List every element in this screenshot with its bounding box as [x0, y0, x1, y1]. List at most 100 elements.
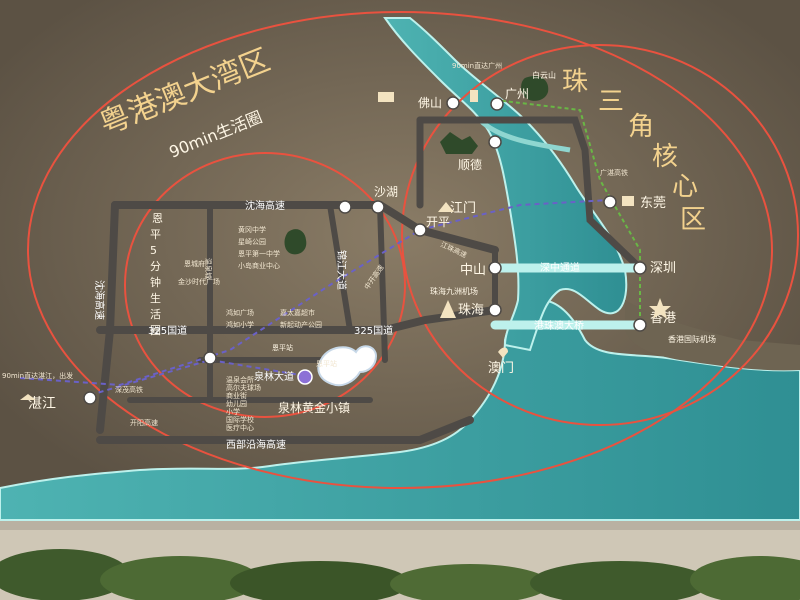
- amenity-b2: 嘉太嘉超市: [280, 308, 315, 317]
- road-325: [96, 306, 499, 334]
- local-char-7: 圈: [150, 324, 161, 337]
- road-label-zhanjiang-gaotie: 深茂高铁: [115, 385, 143, 394]
- city-dongguan: 东莞: [640, 196, 666, 211]
- annotation-station: 恩平站: [316, 359, 337, 368]
- road-xibu: [96, 416, 474, 444]
- delta-char-5: 区: [680, 205, 706, 235]
- local-char-6: 活: [150, 308, 161, 321]
- road-label-shenzhong: 深中通道: [540, 261, 580, 274]
- node-zhuhai: [488, 303, 502, 317]
- node-zhongshan: [488, 261, 502, 275]
- city-zhuhai: 珠海: [458, 303, 484, 318]
- node-hk-airport: [633, 318, 647, 332]
- local-char-2: 5: [150, 244, 157, 257]
- amenity-l1: 温泉城: [204, 258, 213, 279]
- model-greenery: [0, 530, 800, 600]
- amenity-r2: 恩平第一中学: [238, 249, 280, 258]
- delta-char-4: 心: [672, 172, 698, 202]
- road-label-325-right: 325国道: [354, 324, 393, 337]
- local-char-3: 分: [150, 260, 161, 273]
- node-shahu: [371, 200, 385, 214]
- node-dongguan: [603, 195, 617, 209]
- amenity-b0: 鸿如广场: [226, 308, 254, 317]
- road-label-shenhai-left: 沈海高速: [93, 280, 106, 320]
- feature-6: 医疗中心: [226, 423, 254, 432]
- park-baiyun: [521, 75, 549, 101]
- feature-1: 高尔夫球场: [226, 383, 261, 392]
- hongkong-star-icon: [649, 298, 671, 319]
- project-site: [317, 345, 378, 387]
- circle-core-delta: [401, 44, 799, 426]
- amenity-l0: 恩城府: [184, 259, 205, 268]
- city-guangzhou: 广州: [505, 87, 529, 101]
- feature-0: 温泉会所: [226, 375, 254, 384]
- park-1: [284, 229, 307, 255]
- road-jianjiang: [327, 202, 353, 333]
- parks: [284, 75, 549, 255]
- shunde-icon: [440, 132, 478, 154]
- road-label-gangzhuao: 港珠澳大桥: [534, 319, 584, 332]
- guangzhou-tower-icon: [470, 90, 478, 102]
- junction-nodes: [83, 96, 647, 405]
- city-zhuhai-airport: 珠海九洲机场: [430, 286, 478, 296]
- local-char-4: 钟: [150, 275, 161, 289]
- city-jiangmen: 江门: [450, 201, 476, 216]
- delta-core-label: 珠 三 角 核 心 区: [562, 67, 706, 235]
- node-guangzhou: [490, 97, 504, 111]
- south-sea: [0, 298, 800, 521]
- road-inner-2: [377, 202, 388, 363]
- node-1: [338, 200, 352, 214]
- road-label-xibu: 西部沿海高速: [226, 438, 286, 451]
- local-circle-label: 恩 平 5 分 钟 生 活 圈: [150, 212, 163, 337]
- node-zhanjiang: [83, 391, 97, 405]
- node-shunde: [488, 135, 502, 149]
- road-label-325-left: 325国道: [148, 324, 187, 337]
- node-foshan: [446, 96, 460, 110]
- city-macau: 澳门: [488, 360, 514, 376]
- feature-2: 商业街: [226, 391, 247, 400]
- amenity-r1: 星崎公园: [238, 237, 266, 246]
- amenity-b1: 鸿如小学: [226, 320, 254, 329]
- delta-char-1: 三: [598, 87, 624, 117]
- dongguan-icon: [622, 196, 634, 206]
- feature-3: 幼儿园: [226, 399, 247, 408]
- amenity-r0: 黄冈中学: [238, 225, 266, 234]
- local-char-1: 平: [150, 228, 161, 241]
- city-zhongshan: 中山: [460, 263, 486, 278]
- range-circles: [27, 11, 799, 489]
- bridges: [490, 263, 645, 330]
- amenity-r3: 小岛商业中心: [238, 261, 280, 270]
- road-label-jianjiang: 锦江大道: [335, 250, 348, 290]
- river-branch: [478, 118, 571, 153]
- road-label-lanxiao: 开阳高速: [130, 418, 158, 427]
- city-foshan: 佛山: [418, 96, 442, 110]
- road-labels: 沈海高速 沈海高速 325国道 325国道 西部沿海高速 泉林大道 锦江大道 港…: [93, 168, 628, 451]
- delta-char-2: 角: [628, 112, 654, 142]
- node-enping-station: [203, 351, 217, 365]
- landmark-icons: [20, 90, 671, 400]
- circle-90min: [27, 11, 773, 489]
- city-shahu: 沙湖: [374, 184, 398, 199]
- amenity-b3: 新起动产公园: [280, 320, 322, 329]
- foshan-icon: [378, 92, 394, 102]
- city-shunde: 顺德: [458, 157, 482, 172]
- local-char-5: 生: [150, 291, 161, 305]
- road-label-shenhai-top: 沈海高速: [245, 199, 285, 212]
- annotation-guangzhou: 90min直达广州: [452, 61, 502, 70]
- amenities-left: 恩城府 温泉城 金沙时代广场: [178, 258, 220, 286]
- road-network: [96, 116, 644, 444]
- city-labels: 广州 白云山 佛山 顺德 东莞 深圳 香港 香港国际机场 澳门 珠海 珠海九洲机…: [28, 70, 716, 415]
- city-kaiping: 开平: [426, 215, 450, 229]
- zhanjiang-icon: [20, 394, 36, 400]
- zhuhai-icon: [440, 300, 456, 318]
- macau-icon: [498, 347, 508, 358]
- road-label-guangzhan: 广湛高铁: [600, 168, 628, 177]
- road-shenhai-top: [111, 201, 499, 254]
- project-marker: [297, 369, 313, 385]
- project-features: 温泉会所 高尔夫球场 商业街 幼儿园 小学 国际学校 医疗中心: [226, 375, 261, 432]
- city-baiyunshan: 白云山: [532, 70, 556, 80]
- circle-5min: [124, 152, 406, 418]
- delta-char-0: 珠: [562, 67, 588, 97]
- local-char-0: 恩: [152, 212, 163, 225]
